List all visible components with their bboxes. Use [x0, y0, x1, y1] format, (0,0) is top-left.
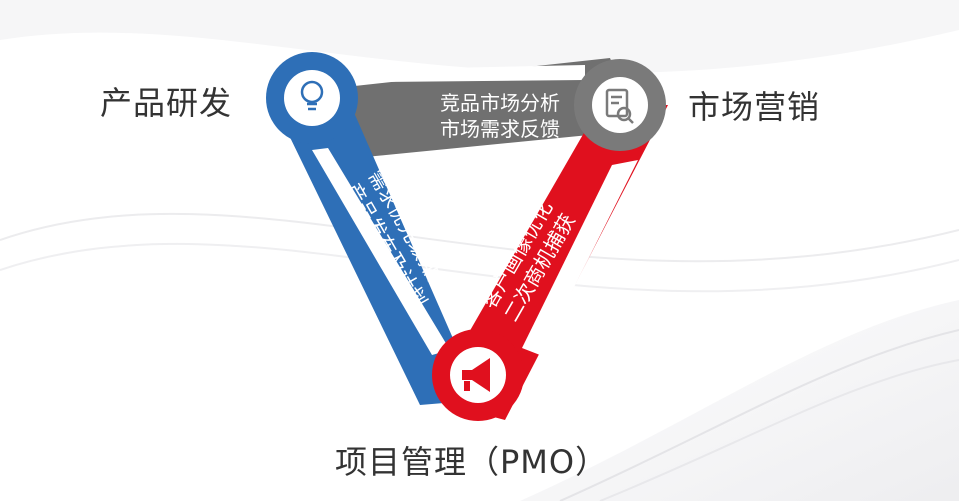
- lightbulb-icon: [300, 80, 324, 111]
- gray-flow-text-1: 竞品市场分析: [440, 91, 560, 115]
- pmo-label: 项目管理（PMO）: [335, 443, 609, 481]
- megaphone-icon: [462, 358, 490, 392]
- gray-flow-arrow: [355, 65, 585, 82]
- red-flow-arrow: [522, 160, 638, 355]
- marketing-label: 市场营销: [688, 88, 821, 126]
- rd-label: 产品研发: [100, 84, 233, 122]
- gray-flow-text-2: 市场需求反馈: [440, 117, 560, 141]
- gray-flow-band: [300, 58, 640, 160]
- blue-flow-arrow: [312, 148, 450, 355]
- document-search-icon: [605, 88, 634, 124]
